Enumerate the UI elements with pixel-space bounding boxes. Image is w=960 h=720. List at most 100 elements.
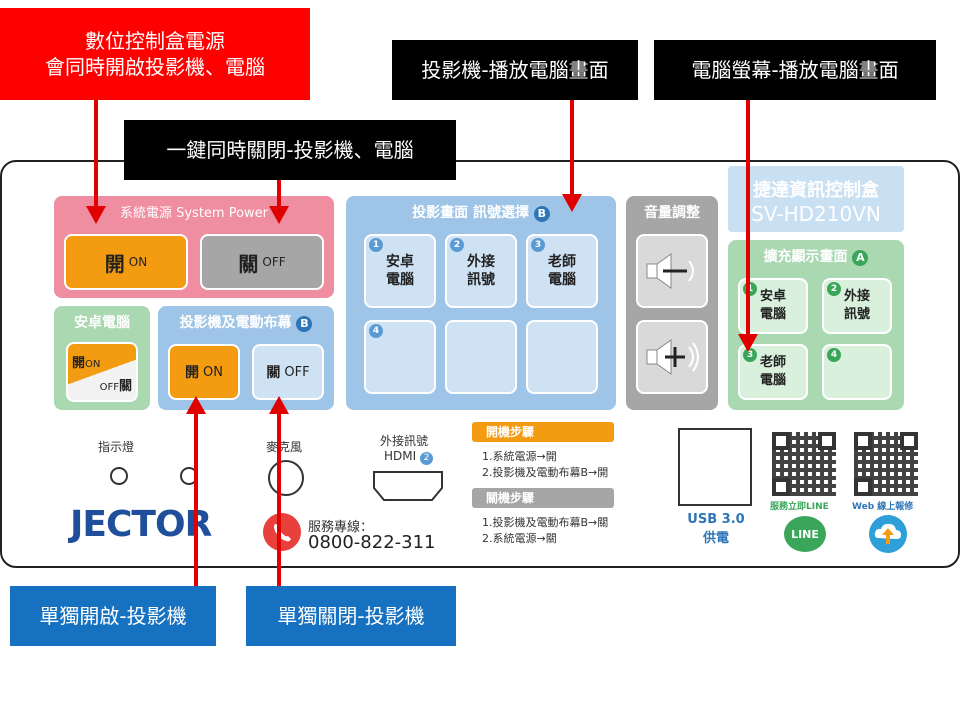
extend-button-3[interactable]: 3 老師電腦 — [738, 344, 808, 400]
arrowhead-up-icon — [186, 396, 206, 414]
signal-1-line2: 電腦 — [386, 272, 414, 288]
qr-corner — [854, 432, 872, 450]
extend-display-title-text: 擴充顯示畫面 — [763, 249, 848, 265]
web-qr-code[interactable] — [854, 432, 918, 496]
line-qr-code[interactable] — [772, 432, 836, 496]
power-on-step-1: 1.系統電源→開 — [482, 450, 557, 463]
power-on-step-2: 2.投影機及電動布幕B→開 — [482, 466, 609, 479]
qr-corner — [772, 478, 790, 496]
extend-3-line1: 老師 — [759, 355, 786, 370]
callout-power-all-on: 數位控制盒電源 會同時開啟投影機、電腦 — [0, 8, 310, 100]
extend-num-3: 3 — [743, 348, 757, 362]
projector-screen-section: 投影機及電動布幕 B 開 ON 關 OFF — [158, 306, 334, 410]
usb-label: USB 3.0 供電 — [670, 512, 762, 546]
extend-1-line2: 電腦 — [759, 307, 786, 322]
line-qr-label: 服務立即LINE — [770, 502, 829, 512]
service-phone: 0800-822-311 — [308, 532, 436, 553]
hdmi-port-text: HDMI — [384, 449, 417, 463]
arrow-to-signal-3 — [570, 100, 574, 200]
signal-1-line1: 安卓 — [386, 254, 414, 270]
system-power-off-main: 關 — [238, 251, 259, 276]
extend-button-2[interactable]: 2 外接訊號 — [822, 278, 892, 334]
system-power-on-button[interactable]: 開 ON — [64, 234, 188, 290]
extend-display-badge: A — [852, 250, 869, 266]
signal-button-4[interactable]: 4 — [364, 320, 436, 394]
extend-button-4[interactable]: 4 — [822, 344, 892, 400]
service-label: 服務專線： — [308, 520, 374, 535]
speaker-minus-icon — [646, 253, 694, 289]
arrow-to-projector-on — [194, 410, 198, 586]
signal-button-2[interactable]: 2 外接訊號 — [445, 234, 517, 308]
signal-button-3[interactable]: 3 老師電腦 — [526, 234, 598, 308]
system-power-off-sub: OFF — [262, 255, 286, 269]
projector-on-button[interactable]: 開 ON — [168, 344, 240, 400]
callout-projector-on-only: 單獨開啟-投影機 — [10, 586, 216, 646]
projector-screen-badge: B — [296, 316, 313, 332]
signal-3-line2: 電腦 — [548, 272, 576, 288]
callout-projector-off-only: 單獨關閉-投影機 — [246, 586, 456, 646]
hdmi-port-label: HDMI 2 — [384, 449, 433, 465]
device-model: SV-HD210VN — [751, 202, 881, 226]
power-off-steps-title: 關機步驟 — [486, 491, 535, 505]
android-pc-on-main: 開 — [72, 356, 86, 371]
qr-corner — [854, 478, 872, 496]
extend-1-line1: 安卓 — [759, 289, 786, 304]
power-off-step-1: 1.投影機及電動布幕B→關 — [482, 516, 609, 529]
system-power-on-sub: ON — [128, 255, 148, 269]
arrowhead-up-icon — [269, 396, 289, 414]
arrow-to-system-on — [94, 100, 98, 212]
usb-label-line2: 供電 — [702, 531, 729, 546]
volume-up-button[interactable] — [636, 320, 708, 394]
android-pc-toggle-button[interactable]: 開ON OFF關 — [66, 342, 138, 402]
power-off-step-2: 2.系統電源→關 — [482, 532, 557, 545]
android-pc-title: 安卓電腦 — [74, 315, 130, 331]
signal-select-badge: B — [533, 206, 550, 222]
hdmi-badge: 2 — [419, 452, 433, 465]
arrowhead-down-icon — [86, 206, 106, 224]
web-qr-label: Web 線上報修 — [852, 502, 914, 512]
system-power-title: 系統電源 System Power — [119, 206, 269, 221]
qr-corner — [772, 432, 790, 450]
jector-logo-text: JECTOR — [70, 504, 212, 545]
indicator-label: 指示燈 — [98, 440, 135, 454]
speaker-plus-icon — [646, 339, 699, 375]
hdmi-label: 外接訊號 — [380, 434, 429, 448]
system-power-off-button[interactable]: 關 OFF — [200, 234, 324, 290]
phone-icon — [263, 513, 301, 551]
jector-logo: JECTOR — [70, 504, 212, 545]
power-on-steps-header: 開機步驟 — [472, 422, 614, 442]
mic-jack — [268, 460, 304, 496]
device-brand: 捷達資訊控制盒 — [753, 180, 879, 201]
android-pc-off-sub: OFF — [99, 382, 119, 393]
projector-off-button[interactable]: 關 OFF — [252, 344, 324, 400]
line-icon-text: LINE — [791, 527, 819, 541]
extend-3-line2: 電腦 — [759, 373, 786, 388]
arrow-to-projector-off — [277, 410, 281, 586]
callout-projector-pc-screen: 投影機-播放電腦畫面 — [392, 40, 638, 100]
signal-button-6[interactable] — [526, 320, 598, 394]
signal-num-3: 3 — [531, 238, 545, 252]
extend-num-2: 2 — [827, 282, 841, 296]
projector-off-sub: OFF — [284, 364, 310, 380]
line-icon: LINE — [784, 516, 826, 552]
volume-down-button[interactable] — [636, 234, 708, 308]
callout-one-key-off: 一鍵同時關閉-投影機、電腦 — [124, 120, 456, 180]
signal-3-line1: 老師 — [548, 254, 576, 270]
signal-button-1[interactable]: 1 安卓電腦 — [364, 234, 436, 308]
signal-select-title: 投影畫面 訊號選擇 B — [346, 202, 616, 222]
qr-corner — [900, 432, 918, 450]
usb-label-line1: USB 3.0 — [687, 512, 745, 527]
extend-display-title: 擴充顯示畫面 A — [728, 246, 904, 266]
extend-2-line1: 外接 — [843, 289, 870, 304]
arrow-to-system-off — [277, 180, 281, 212]
android-pc-on-sub: ON — [85, 359, 101, 370]
signal-button-5[interactable] — [445, 320, 517, 394]
power-on-steps-title: 開機步驟 — [486, 425, 535, 439]
projector-on-sub: ON — [203, 364, 223, 380]
arrowhead-down-icon — [269, 206, 289, 224]
projector-screen-title: 投影機及電動布幕 B — [158, 312, 334, 332]
qr-corner — [818, 432, 836, 450]
device-title-box: 捷達資訊控制盒 SV-HD210VN — [728, 166, 904, 232]
projector-off-main: 關 — [266, 365, 281, 381]
